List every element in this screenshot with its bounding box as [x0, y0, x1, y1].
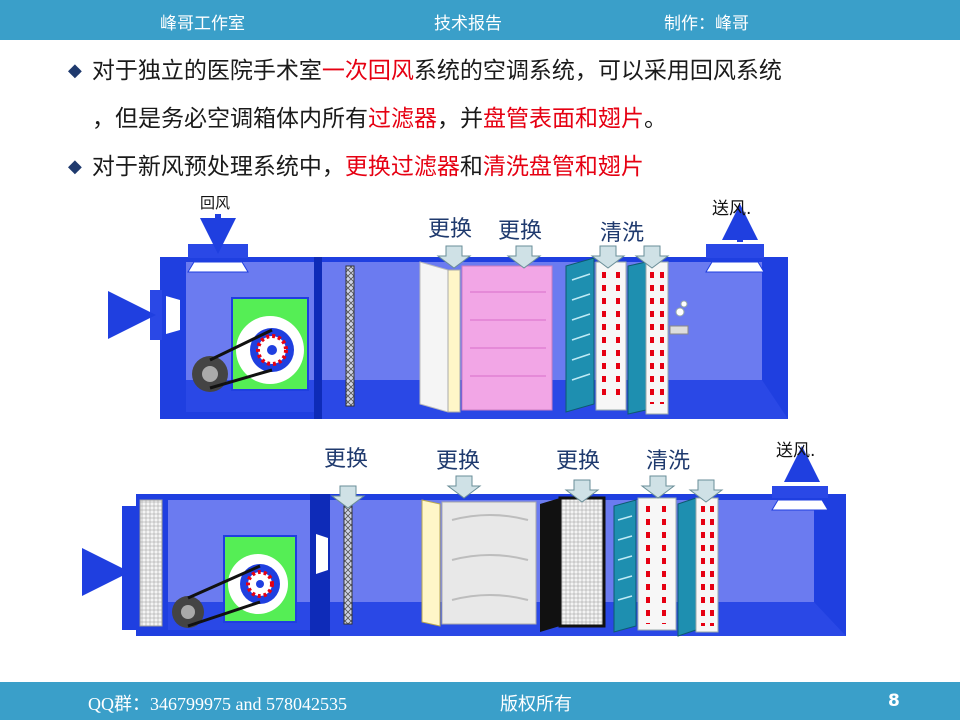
- bottom-supply-air-label: 送风.: [776, 441, 815, 461]
- bottom-clean-arrow-2-icon: [688, 479, 724, 503]
- header-studio: 峰哥工作室: [160, 14, 245, 34]
- top-humidifier-nozzle: [669, 325, 689, 335]
- bullet-2-highlight-b: 清洗盘管和翅片: [482, 154, 644, 180]
- top-replace-arrow-2-icon: [506, 245, 542, 269]
- bottom-clean-arrow-1-icon: [640, 475, 676, 499]
- bottom-replace-label-1: 更换: [324, 447, 368, 472]
- bullet-1-line-2: ，但是务必空调箱体内所有过滤器，并盘管表面和翅片。: [92, 104, 667, 134]
- bottom-inlet-grille: [139, 499, 163, 627]
- bottom-cooling-coil: [613, 499, 637, 633]
- bottom-air-handling-unit: 送风. 更换 更换 更换 清洗: [82, 441, 846, 637]
- bottom-replace-arrow-3-icon: [564, 479, 600, 503]
- bottom-mesh-prefilter: [343, 505, 353, 625]
- bullet-2-text-b: 和: [459, 154, 483, 180]
- header-bar: 峰哥工作室 技术报告 制作：峰哥: [0, 0, 960, 40]
- top-clean-arrow-1-icon: [590, 245, 626, 269]
- bullet-1-highlight-a: 一次回风: [321, 58, 414, 84]
- bottom-clean-label: 清洗: [646, 449, 690, 474]
- bullet-2-highlight-a: 更换过滤器: [344, 154, 460, 180]
- bullet-1-text-c: ，但是务必空调箱体内所有: [92, 106, 368, 132]
- bullet-1-text-e: 。: [644, 106, 667, 132]
- top-return-grille: [187, 261, 249, 273]
- bottom-hepa-filter: [558, 496, 606, 628]
- bottom-replace-label-2: 更换: [436, 449, 480, 474]
- bullet-1-line-1: ◆ 对于独立的医院手术室一次回风系统的空调系统，可以采用回风系统: [68, 56, 782, 88]
- top-air-handling-unit: 回风 送风.: [108, 194, 788, 419]
- top-supply-hood: [706, 244, 764, 258]
- header-report: 技术报告: [434, 14, 502, 34]
- header-author: 制作：峰哥: [664, 14, 749, 34]
- bottom-supply-hood: [772, 486, 828, 498]
- bottom-bag-filter: [441, 501, 537, 625]
- bottom-coil-fins-1: [637, 497, 677, 631]
- bottom-supply-grille: [771, 499, 829, 511]
- top-panel-filter: [419, 261, 449, 413]
- top-replace-arrow-1-icon: [436, 245, 472, 269]
- top-coil-fins-1: [595, 261, 627, 411]
- bullet-1-highlight-c: 盘管表面和翅片: [483, 106, 644, 132]
- diamond-bullet-icon: ◆: [68, 60, 82, 81]
- bottom-coil-fins-2: [695, 497, 719, 633]
- top-bag-filter: [461, 265, 553, 411]
- top-inlet-damper: [166, 296, 180, 334]
- footer-copyright: 版权所有: [500, 694, 572, 715]
- top-replace-label-1: 更换: [428, 217, 472, 242]
- diamond-bullet-icon: ◆: [68, 156, 82, 177]
- top-clean-label: 清洗: [600, 221, 644, 246]
- top-supply-air-label: 送风.: [712, 199, 751, 219]
- footer-bar: QQ群：346799975 and 578042535 版权所有 8: [0, 682, 960, 720]
- bottom-section-damper: [316, 534, 328, 574]
- bottom-hepa-frame: [540, 498, 560, 632]
- top-mesh-prefilter: [345, 265, 355, 407]
- bullet-2: ◆ 对于新风预处理系统中，更换过滤器和清洗盘管和翅片: [68, 152, 644, 184]
- top-cooling-coil: [565, 257, 595, 413]
- top-clean-arrow-2-icon: [634, 245, 670, 269]
- top-coil-fins-2: [645, 261, 669, 415]
- top-return-air-label: 回风: [200, 194, 230, 212]
- footer-qq-groups: QQ群：346799975 and 578042535: [88, 694, 347, 714]
- top-supply-grille: [705, 261, 765, 273]
- top-replace-label-2: 更换: [498, 219, 542, 244]
- bottom-replace-arrow-1-icon: [330, 485, 366, 509]
- bullet-2-text-a: 对于新风预处理系统中，: [91, 154, 345, 180]
- bottom-belt: [187, 564, 261, 600]
- top-belt: [209, 328, 273, 362]
- bullet-1-text-b: 系统的空调系统，可以采用回风系统: [413, 58, 782, 84]
- bottom-panel-filter: [421, 499, 441, 627]
- bullet-1-text-d: ，并: [437, 106, 483, 132]
- page-number: 8: [888, 691, 900, 711]
- bullet-1-highlight-b: 过滤器: [368, 106, 437, 132]
- bullet-1-text-a: 对于独立的医院手术室: [91, 58, 322, 84]
- bottom-replace-label-3: 更换: [556, 449, 600, 474]
- top-return-hood: [188, 244, 248, 258]
- bottom-replace-arrow-2-icon: [446, 475, 482, 499]
